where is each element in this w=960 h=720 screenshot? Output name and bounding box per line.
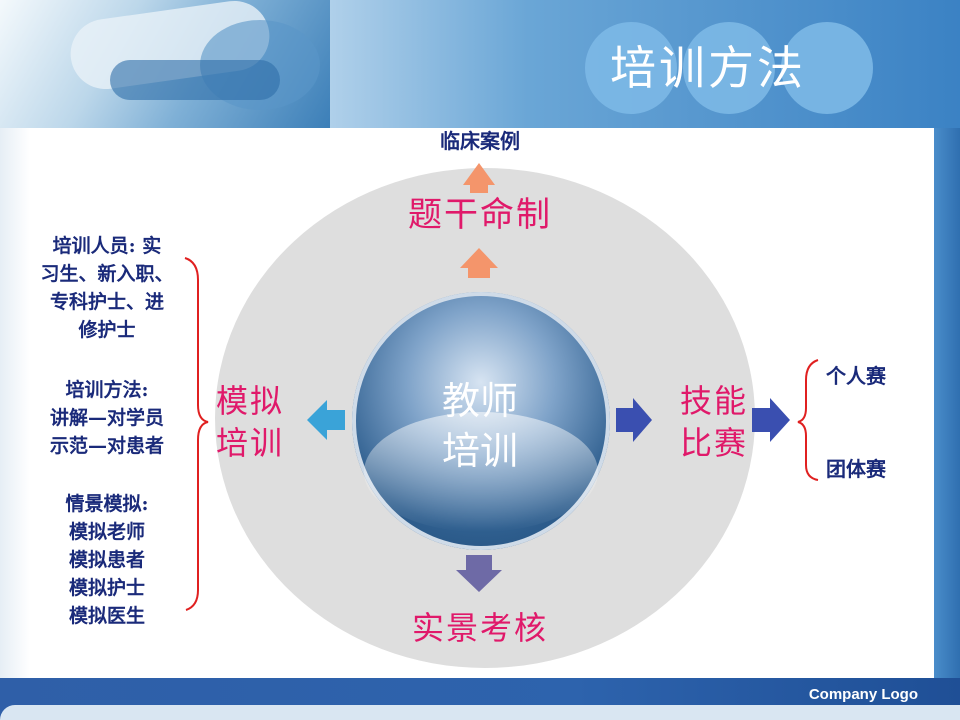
footer-strip bbox=[0, 705, 960, 720]
title-bubble bbox=[781, 22, 873, 114]
methods-note: 培训方法: 讲解—对学员 示范—对患者 bbox=[32, 376, 182, 460]
title-bubble bbox=[585, 22, 677, 114]
center-label: 教师 培训 bbox=[410, 376, 550, 476]
arrow-up-lower bbox=[460, 248, 498, 278]
note-line: 模拟患者 bbox=[68, 549, 145, 571]
right-frame bbox=[934, 128, 960, 680]
sphere-gloss bbox=[364, 412, 598, 532]
title-bubbles bbox=[585, 22, 875, 122]
surgery-photo bbox=[0, 0, 330, 128]
note-line: 习生、新入职、 bbox=[40, 263, 174, 285]
right-label-line1: 技能 bbox=[680, 382, 749, 420]
scenario-note: 情景模拟: 模拟老师 模拟患者 模拟护士 模拟医生 bbox=[32, 490, 182, 630]
left-frame bbox=[0, 128, 30, 680]
note-line: 示范—对患者 bbox=[49, 435, 164, 457]
note-line: 模拟医生 bbox=[68, 605, 145, 627]
center-sphere bbox=[352, 292, 610, 550]
photo-shape bbox=[110, 60, 280, 100]
note-line: 情景模拟: bbox=[65, 493, 149, 515]
arrow-right-outer bbox=[752, 398, 790, 442]
note-line: 模拟护士 bbox=[68, 577, 145, 599]
note-line: 培训方法: bbox=[65, 379, 149, 401]
arrow-down bbox=[456, 555, 502, 592]
right-label-line2: 比赛 bbox=[680, 424, 749, 462]
left-brace bbox=[184, 257, 209, 611]
trainees-note: 培训人员: 实 习生、新入职、 专科护士、进 修护士 bbox=[32, 232, 182, 344]
note-line: 专科护士、进 bbox=[49, 291, 164, 313]
right-brace bbox=[797, 359, 819, 481]
page-title: 培训方法 bbox=[610, 41, 806, 95]
note-line: 模拟老师 bbox=[68, 521, 145, 543]
title-bubble bbox=[683, 22, 775, 114]
left-label-line1: 模拟 bbox=[216, 382, 285, 420]
center-label-line2: 培训 bbox=[441, 429, 518, 473]
arrow-up-upper bbox=[463, 163, 495, 193]
top-sublabel: 临床案例 bbox=[440, 129, 520, 153]
note-line: 培训人员: 实 bbox=[52, 235, 162, 257]
left-label-line2: 培训 bbox=[216, 424, 285, 462]
arrow-right-inner bbox=[616, 398, 652, 442]
bottom-label: 实景考核 bbox=[411, 609, 548, 647]
left-label: 模拟 培训 bbox=[216, 380, 306, 464]
right-label: 技能 比赛 bbox=[680, 380, 770, 464]
top-label: 题干命制 bbox=[408, 195, 552, 235]
note-line: 修护士 bbox=[78, 319, 136, 341]
center-label-line1: 教师 bbox=[441, 379, 518, 423]
team-contest: 团体赛 bbox=[826, 457, 886, 481]
arrow-left bbox=[307, 400, 345, 440]
company-logo: Company Logo bbox=[808, 686, 918, 703]
note-line: 讲解—对学员 bbox=[49, 407, 164, 429]
individual-contest: 个人赛 bbox=[826, 364, 886, 388]
